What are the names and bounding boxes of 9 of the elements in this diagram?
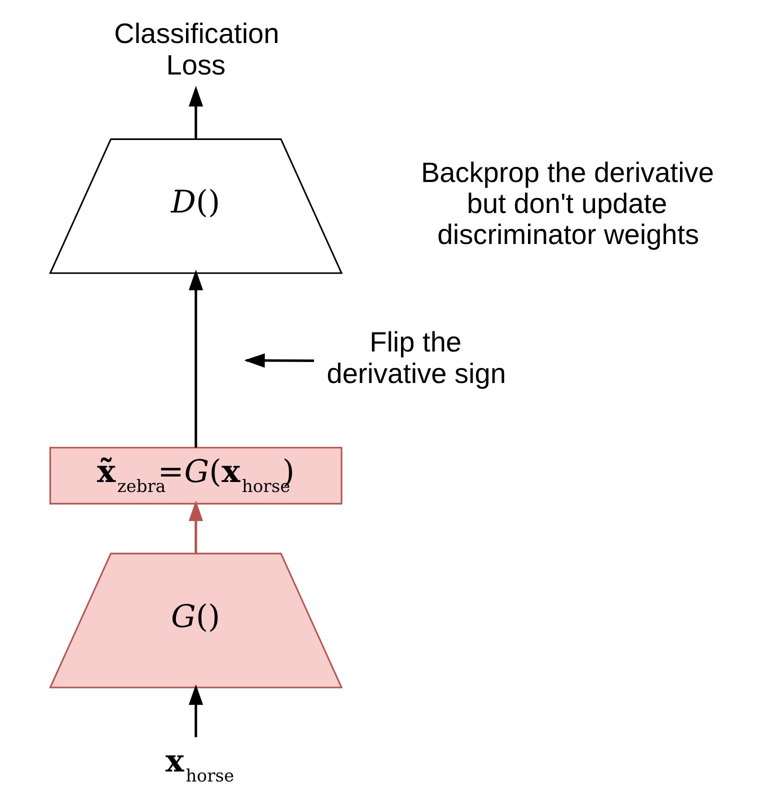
node-text: x$_{horse}$: [166, 744, 234, 787]
arrow: [188, 86, 204, 139]
arrow: [188, 500, 204, 554]
node-box: x̃$_{zebra}$=G(x$_{horse}$): [49, 446, 342, 504]
label: Backprop the derivative but don't update discriminator weights: [420, 156, 714, 250]
arrow: [188, 684, 204, 738]
node-text: Classification Loss: [114, 18, 280, 80]
node-text: Flip the derivative sign: [326, 326, 506, 389]
arrow: [188, 270, 204, 448]
